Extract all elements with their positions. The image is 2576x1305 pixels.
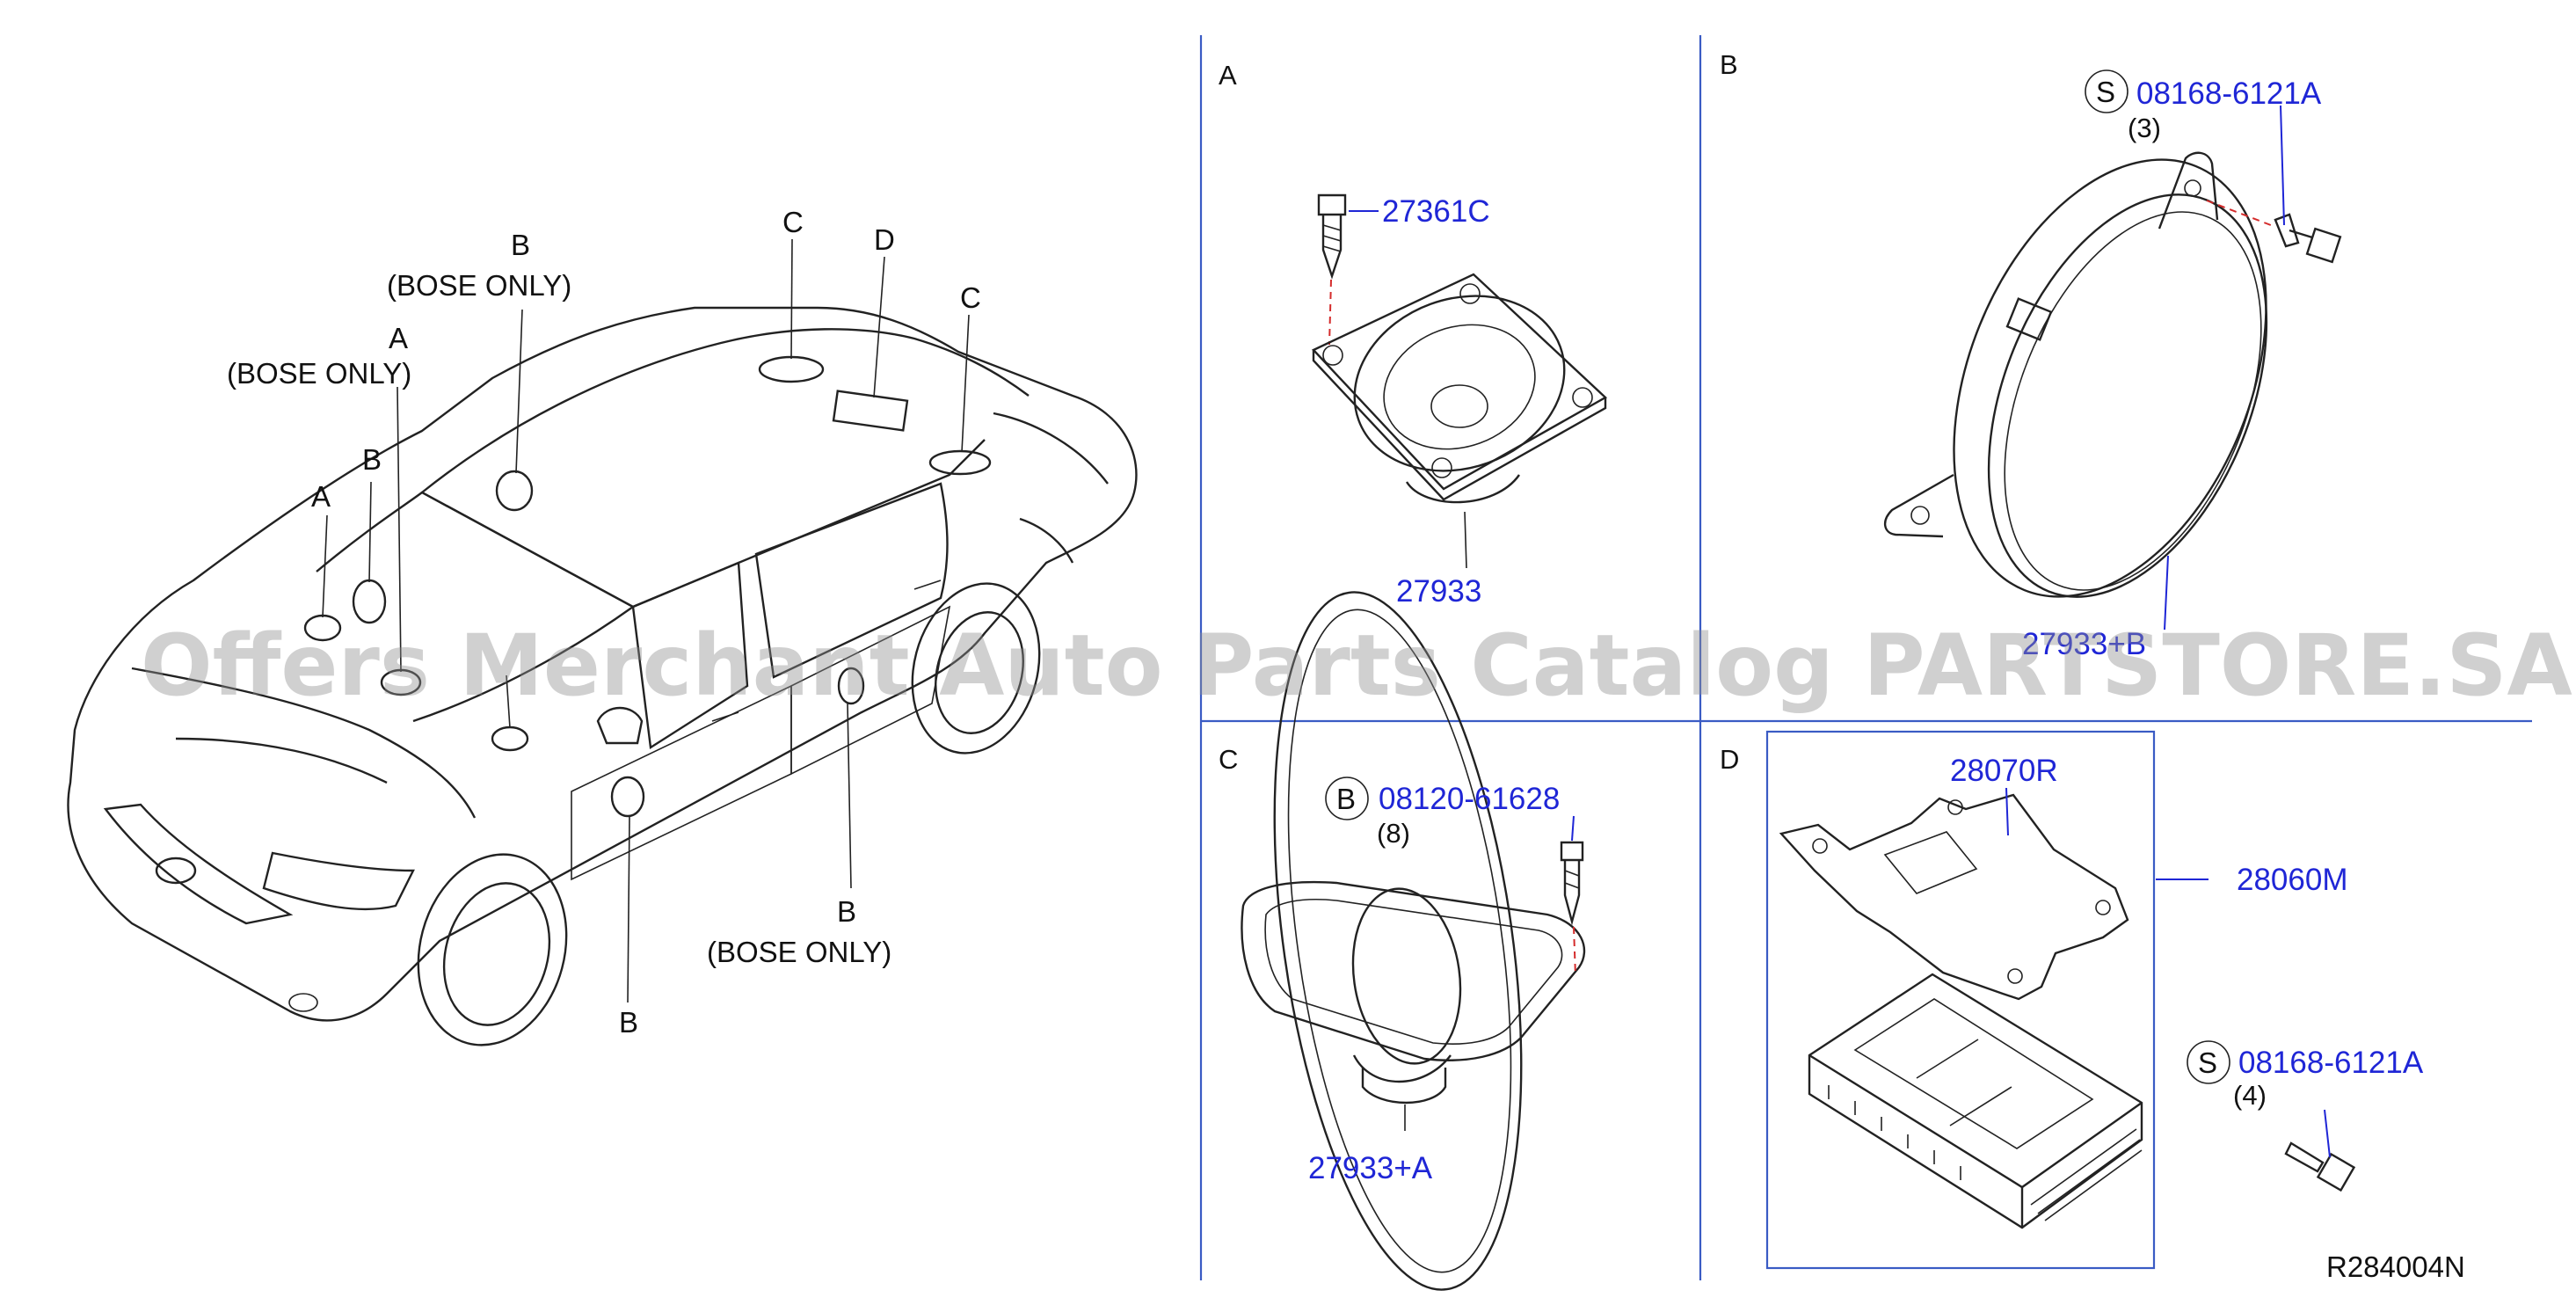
section-label-c: C [1219, 744, 1238, 775]
car-label-bose-only-1: (BOSE ONLY) [387, 269, 571, 302]
car-label-b-door-front: B [619, 1006, 638, 1039]
symbol-s-b [2085, 69, 2128, 113]
car-label-c-right: C [960, 281, 981, 314]
car-label-b-left: B [362, 443, 382, 476]
part-number-08120-61628: 08120-61628 [1379, 782, 1560, 816]
qty-3: (3) [2128, 113, 2161, 143]
speaker-door-rear [837, 667, 865, 705]
panel-a-drawing [1311, 193, 1608, 569]
section-label-b: B [1720, 49, 1738, 80]
amplifier-d [832, 390, 909, 432]
symbol-b-c-label: B [1336, 783, 1356, 815]
speaker-door-front [610, 776, 645, 818]
symbol-s-d-label: S [2198, 1046, 2217, 1079]
qty-4: (4) [2233, 1080, 2267, 1111]
panel-c-drawing [1241, 591, 1586, 1291]
section-label-d: D [1720, 744, 1739, 775]
speaker-rear-c-left [758, 355, 825, 383]
panel-b-drawing [1884, 105, 2342, 631]
car-label-a-left: A [311, 480, 331, 513]
speaker-pillar-a [491, 725, 529, 752]
car-label-a-top: A [389, 322, 408, 354]
speaker-rear-c-right [928, 449, 992, 476]
panel-dividers [1199, 35, 2532, 1280]
car-label-b-door-rear: B [837, 895, 856, 928]
car-label-c-left: C [782, 206, 804, 238]
symbol-s-d [2187, 1040, 2230, 1084]
symbol-b-c [1325, 776, 1369, 820]
section-label-a: A [1219, 60, 1237, 91]
part-number-28060m: 28060M [2237, 863, 2347, 897]
watermark-text: Offers Merchant Auto Parts Catalog PARTS… [141, 616, 2572, 715]
part-number-27933-b: 27933+B [2022, 627, 2146, 661]
part-number-28070r: 28070R [1950, 754, 2058, 788]
part-number-27933: 27933 [1396, 574, 1481, 609]
panel-d-drawing [1765, 730, 2356, 1270]
part-number-27361c: 27361C [1382, 194, 1490, 229]
car-label-bose-only-2: (BOSE ONLY) [227, 357, 411, 390]
car-illustration [67, 238, 1138, 1046]
car-label-d-top: D [874, 223, 895, 256]
speaker-dash-b [495, 470, 534, 512]
car-label-b-top: B [511, 229, 530, 261]
part-number-27933-a: 27933+A [1308, 1151, 1433, 1185]
part-number-08168-6121a-b: 08168-6121A [2136, 77, 2322, 111]
part-number-08168-6121a-d: 08168-6121A [2238, 1046, 2424, 1080]
symbol-s-b-label: S [2096, 76, 2115, 108]
diagram-reference-code: R284004N [2326, 1250, 2465, 1283]
qty-8: (8) [1377, 818, 1410, 849]
car-label-bose-only-3: (BOSE ONLY) [707, 936, 891, 968]
